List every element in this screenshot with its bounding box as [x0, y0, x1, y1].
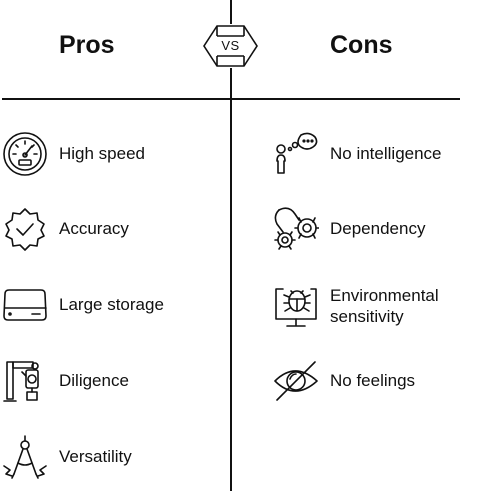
horizontal-divider [2, 98, 460, 100]
compass-icon [2, 434, 48, 480]
vs-label: VS [221, 38, 240, 53]
pros-item-diligence: Diligence [2, 358, 129, 404]
vs-badge: VS [202, 24, 259, 68]
cons-item-no-intelligence: No intelligence [273, 131, 442, 177]
verified-badge-icon [2, 206, 48, 252]
vertical-divider [230, 68, 232, 491]
monitor-bug-icon [273, 283, 319, 329]
linked-gears-icon [273, 206, 319, 252]
pros-label-large-storage: Large storage [59, 295, 164, 314]
pros-item-high-speed: High speed [2, 131, 145, 177]
cons-label-sensitivity: sensitivity [330, 307, 404, 326]
hard-drive-icon [2, 282, 48, 328]
vertical-divider-top [230, 0, 232, 24]
pros-label-diligence: Diligence [59, 371, 129, 390]
thinking-person-icon [273, 131, 319, 177]
pros-label-high-speed: High speed [59, 144, 146, 163]
cons-label-no-intelligence: No intelligence [330, 144, 442, 163]
cons-item-no-feelings: No feelings [273, 358, 415, 404]
pros-item-accuracy: Accuracy [2, 206, 129, 252]
cons-item-environmental-sensitivity: Environmental sensitivity [273, 283, 439, 329]
cons-item-dependency: Dependency [273, 206, 425, 252]
speedometer-icon [2, 131, 48, 177]
pros-label-versatility: Versatility [59, 447, 132, 466]
cons-label-environmental: Environmental [330, 286, 439, 305]
cons-label-dependency: Dependency [330, 219, 426, 238]
pros-title: Pros [59, 31, 115, 59]
cons-label-no-feelings: No feelings [330, 371, 416, 390]
cons-label-environmental-sensitivity: Environmental sensitivity [330, 285, 439, 327]
pros-item-versatility: Versatility [2, 434, 132, 480]
pros-item-large-storage: Large storage [2, 282, 164, 328]
pros-label-accuracy: Accuracy [59, 219, 129, 238]
double-arrow-icon [203, 25, 258, 67]
eye-slash-icon [273, 358, 319, 404]
robot-arm-icon [2, 358, 48, 404]
cons-title: Cons [330, 31, 393, 59]
